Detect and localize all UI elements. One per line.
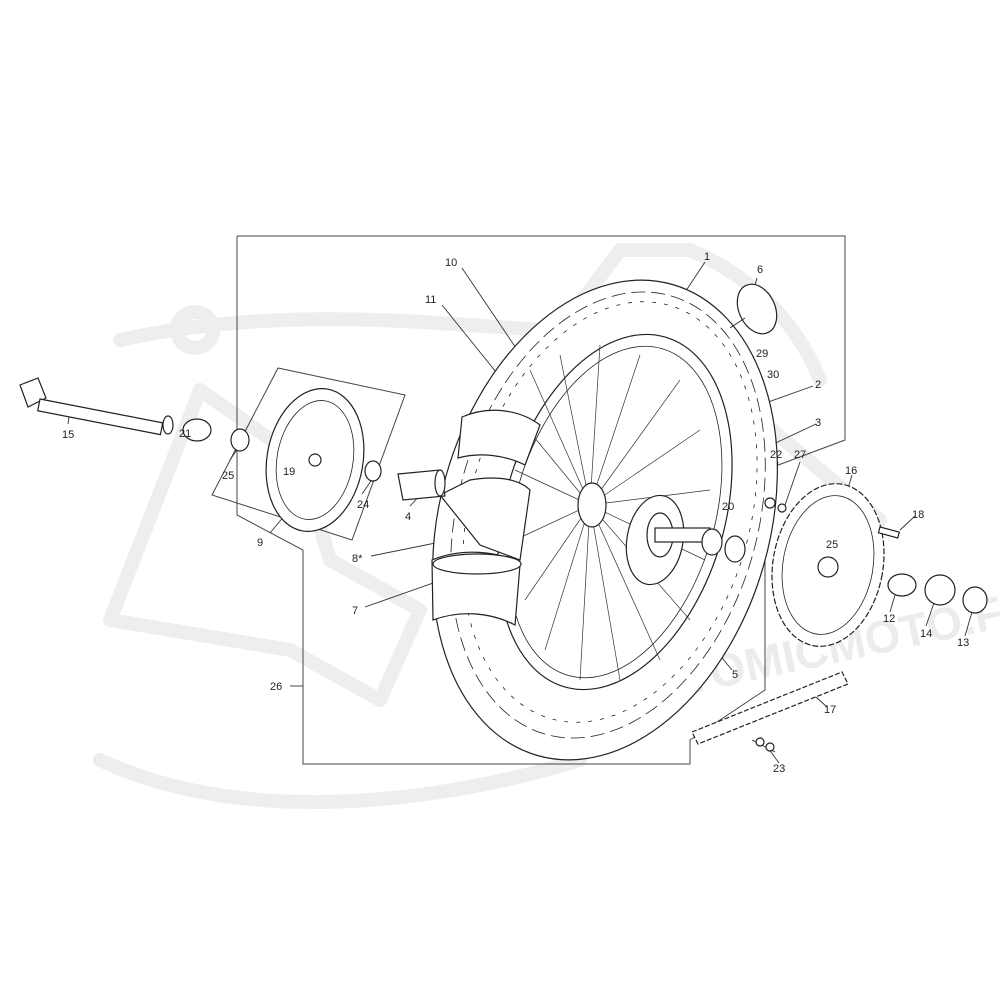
inner-tube (439, 477, 531, 561)
valve-cap (729, 283, 778, 335)
callout-25-left: 25 (222, 470, 234, 482)
callout-19: 19 (283, 466, 295, 478)
callout-1: 1 (704, 251, 710, 263)
brake-disc (265, 388, 365, 532)
rear-wheel (432, 279, 778, 761)
callout-9: 9 (257, 537, 263, 549)
callout-2: 2 (815, 379, 821, 391)
axle (19, 377, 174, 436)
callout-labels: 1 2 3 4 5 6 7 8* 9 10 11 12 13 14 15 16 … (62, 251, 969, 775)
tyre-parts (431, 409, 541, 626)
assembly-frame (236, 235, 846, 765)
hub (577, 482, 711, 586)
callout-6: 6 (757, 264, 763, 276)
callout-20: 20 (722, 501, 734, 513)
callout-30: 30 (767, 369, 779, 381)
callout-14: 14 (920, 628, 932, 640)
callout-3: 3 (815, 417, 821, 429)
spacer (397, 469, 446, 501)
spokes (514, 344, 711, 681)
callout-16: 16 (845, 465, 857, 477)
callout-17: 17 (824, 704, 836, 716)
callout-10: 10 (445, 257, 457, 269)
callout-18: 18 (912, 509, 924, 521)
callout-27: 27 (794, 449, 806, 461)
callout-29: 29 (756, 348, 768, 360)
callout-21: 21 (179, 428, 191, 440)
callout-11: 11 (425, 294, 436, 306)
callout-26: 26 (270, 681, 282, 693)
callout-22: 22 (770, 449, 782, 461)
small-parts-left (182, 418, 382, 482)
bearings (701, 528, 746, 563)
rim-band (457, 409, 541, 466)
chain (691, 671, 849, 753)
callout-24: 24 (357, 499, 369, 511)
callout-25-right: 25 (826, 539, 838, 551)
callout-7: 7 (352, 605, 358, 617)
callout-15: 15 (62, 429, 74, 441)
sprocket (771, 483, 885, 647)
callout-5: 5 (732, 669, 738, 681)
brake-disc-box (211, 367, 406, 541)
axle-end-parts (887, 573, 988, 614)
callout-23: 23 (773, 763, 785, 775)
callout-13: 13 (957, 637, 969, 649)
callout-12: 12 (883, 613, 895, 625)
callout-8: 8* (352, 553, 363, 565)
callout-4: 4 (405, 511, 411, 523)
small-parts-right (764, 497, 901, 539)
